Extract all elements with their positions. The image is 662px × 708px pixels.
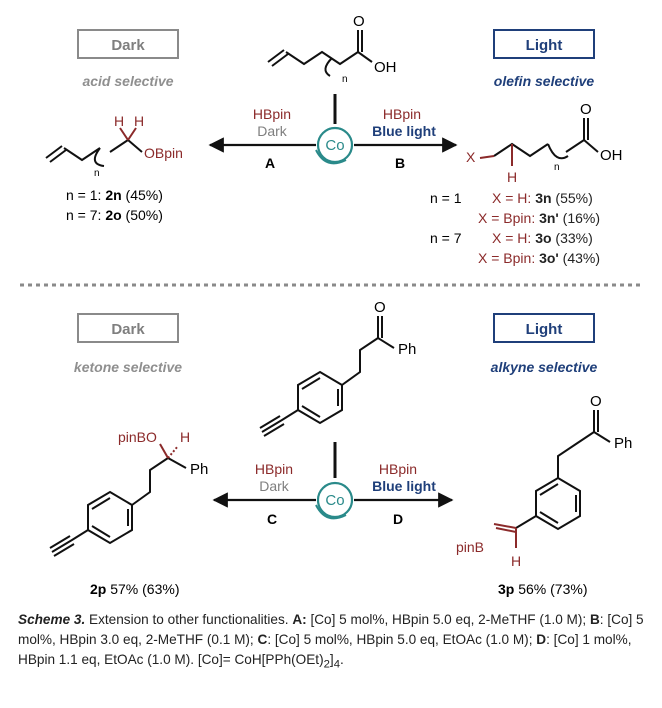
catalyst-label: Co [325,492,344,509]
product-right-h: H [507,169,517,185]
svg-text:X = Bpin: 3o' (43%): X = Bpin: 3o' (43%) [478,250,600,266]
catalyst-top: Co [315,126,354,165]
arrow-c-reagent: HBpin [255,461,293,477]
dark-label: Dark [111,37,145,54]
arrow-b-letter: B [395,155,405,171]
product-right-pinb: pinB [456,539,484,555]
product-right-n: n [554,162,560,173]
product-right-h: H [511,553,521,569]
yields-left-top: n = 1: 2n (45%) n = 7: 2o (50%) [66,187,163,223]
svg-text:X = Bpin: 3n' (16%): X = Bpin: 3n' (16%) [478,210,600,226]
dark-box-top: Dark [77,29,179,59]
svg-text:n = 1: n = 1 [430,190,462,206]
product-left-yield: 2p 57% (63%) [90,581,180,597]
product-right-bottom [515,410,611,531]
product-right-o: O [580,101,592,118]
light-label: Light [526,321,563,338]
product-left-top [45,138,143,167]
reaction-scheme: Dark acid selective Light olefin selecti… [20,13,642,597]
arrow-d-condition: Blue light [372,478,436,494]
product-left-ph: Ph [190,461,208,478]
product-right-ph: Ph [614,435,632,452]
substrate-bottom [259,316,395,437]
product-right-top [493,118,599,160]
scheme-caption: Scheme 3. Extension to other functionali… [18,612,644,671]
arrow-a-condition: Dark [257,123,288,139]
product-left-h: H [180,429,190,445]
product-left-h2: H [134,113,144,129]
caption-title: Scheme 3. [18,612,86,627]
yields-right-top: n = 1 X = H: 3n (55%) X = Bpin: 3n' (16%… [430,190,600,266]
svg-text:X = H: 3n (55%): X = H: 3n (55%) [492,190,593,206]
dark-selectivity: ketone selective [74,359,182,375]
product-right-yield: 3p 56% (73%) [498,581,588,597]
substrate-oh: OH [374,59,397,76]
catalyst-bottom: Co [315,481,354,520]
arrow-c-condition: Dark [259,478,290,494]
dark-label: Dark [111,321,145,338]
product-right-x: X [466,149,476,165]
substrate-bottom-ph: Ph [398,341,416,358]
substrate-n: n [342,74,348,85]
product-left-bottom [49,457,187,557]
svg-text:X = H: 3o (33%): X = H: 3o (33%) [492,230,593,246]
product-left-h1: H [114,113,124,129]
dark-box-bottom: Dark [77,313,179,343]
substrate-o: O [353,13,365,30]
light-box-top: Light [493,29,595,59]
substrate-top [267,30,373,77]
product-left-obpin: OBpin [144,145,183,161]
product-left-pinbo: pinBO [118,429,157,445]
svg-text:n = 7: n = 7 [430,230,462,246]
arrow-a-letter: A [265,155,275,171]
svg-text:n = 7: 2o (50%): n = 7: 2o (50%) [66,207,163,223]
arrow-b-condition: Blue light [372,123,436,139]
dark-selectivity: acid selective [82,73,173,89]
arrow-a-reagent: HBpin [253,106,291,122]
product-left-n: n [94,168,100,179]
arrow-c-letter: C [267,511,277,527]
light-box-bottom: Light [493,313,595,343]
light-label: Light [526,37,563,54]
catalyst-label: Co [325,137,344,154]
svg-text:n = 1: 2n (45%): n = 1: 2n (45%) [66,187,163,203]
arrow-d-letter: D [393,511,403,527]
light-selectivity: alkyne selective [491,359,598,375]
product-right-o: O [590,393,602,410]
product-right-oh: OH [600,147,623,164]
substrate-bottom-o: O [374,299,386,316]
arrow-b-reagent: HBpin [383,106,421,122]
arrow-d-reagent: HBpin [379,461,417,477]
light-selectivity: olefin selective [494,73,595,89]
